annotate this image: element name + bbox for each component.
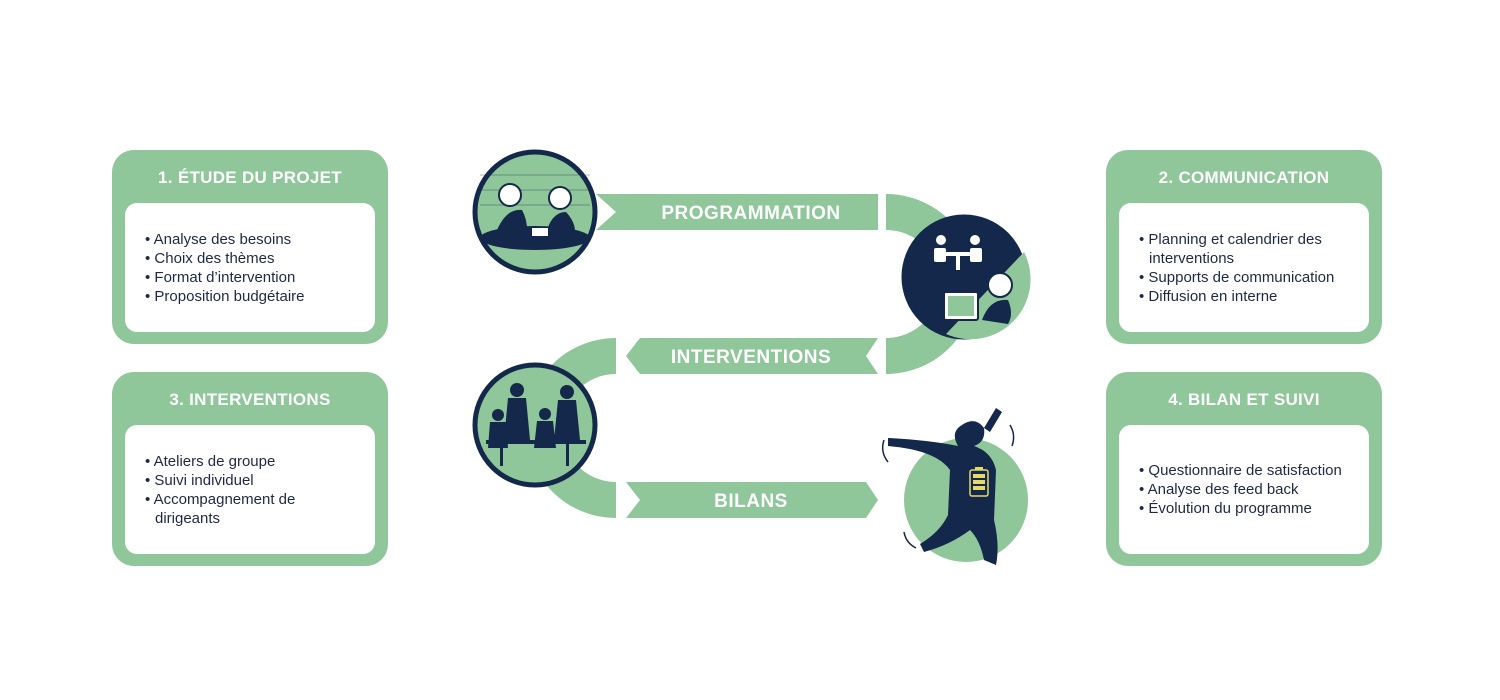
step-card-2: 2. COMMUNICATION Planning et calendrier …: [1106, 150, 1382, 344]
flow-label-interventions: INTERVENTIONS: [671, 347, 831, 368]
step-list: Ateliers de groupe Suivi individuel Acco…: [145, 452, 361, 528]
list-item: Format d’intervention: [145, 268, 361, 287]
flow-arrow-interventions: [626, 338, 878, 374]
list-item: Planning et calendrier des interventions: [1139, 230, 1355, 268]
list-item: Accompagnement de dirigeants: [145, 490, 361, 528]
list-item: Analyse des besoins: [145, 230, 361, 249]
step-title: 4. BILAN ET SUIVI: [1168, 390, 1320, 409]
step-title: 3. INTERVENTIONS: [169, 390, 331, 409]
flow-arrow-bilans: [626, 482, 878, 518]
step-body: Questionnaire de satisfaction Analyse de…: [1119, 425, 1369, 554]
flow-arrow-programmation: [626, 194, 878, 230]
list-item: Questionnaire de satisfaction: [1139, 461, 1355, 480]
step-body: Planning et calendrier des interventions…: [1119, 203, 1369, 332]
flow-loop-arrowhead: [596, 338, 616, 374]
step-list: Planning et calendrier des interventions…: [1139, 230, 1355, 306]
list-item: Supports de communication: [1139, 268, 1355, 287]
step-list: Analyse des besoins Choix des thèmes For…: [145, 230, 361, 306]
step-card-4: 4. BILAN ET SUIVI Questionnaire de satis…: [1106, 372, 1382, 566]
list-item: Évolution du programme: [1139, 499, 1355, 518]
step-card-1: 1. ÉTUDE DU PROJET Analyse des besoins C…: [112, 150, 388, 344]
group-workshop-illustration: [472, 362, 598, 488]
list-item: Diffusion en interne: [1139, 287, 1355, 306]
step-title: 1. ÉTUDE DU PROJET: [158, 168, 342, 187]
list-item: Choix des thèmes: [145, 249, 361, 268]
meeting-people-icon: [934, 235, 982, 270]
step-card-3: 3. INTERVENTIONS Ateliers de groupe Suiv…: [112, 372, 388, 566]
step-body: Ateliers de groupe Suivi individuel Acco…: [125, 425, 375, 554]
list-item: Suivi individuel: [145, 471, 361, 490]
list-item: Proposition budgétaire: [145, 287, 361, 306]
step-list: Questionnaire de satisfaction Analyse de…: [1139, 461, 1355, 518]
meeting-tablet-illustration: [901, 214, 1031, 340]
jumping-woman-battery-illustration: [881, 408, 1028, 565]
step-title: 2. COMMUNICATION: [1158, 168, 1330, 187]
list-item: Analyse des feed back: [1139, 480, 1355, 499]
step-body: Analyse des besoins Choix des thèmes For…: [125, 203, 375, 332]
meeting-women-illustration: [472, 149, 598, 275]
flow-label-programmation: PROGRAMMATION: [661, 203, 840, 224]
flow-label-bilans: BILANS: [714, 491, 788, 512]
tablet-video-call-illustration: [943, 272, 1013, 324]
list-item: Ateliers de groupe: [145, 452, 361, 471]
